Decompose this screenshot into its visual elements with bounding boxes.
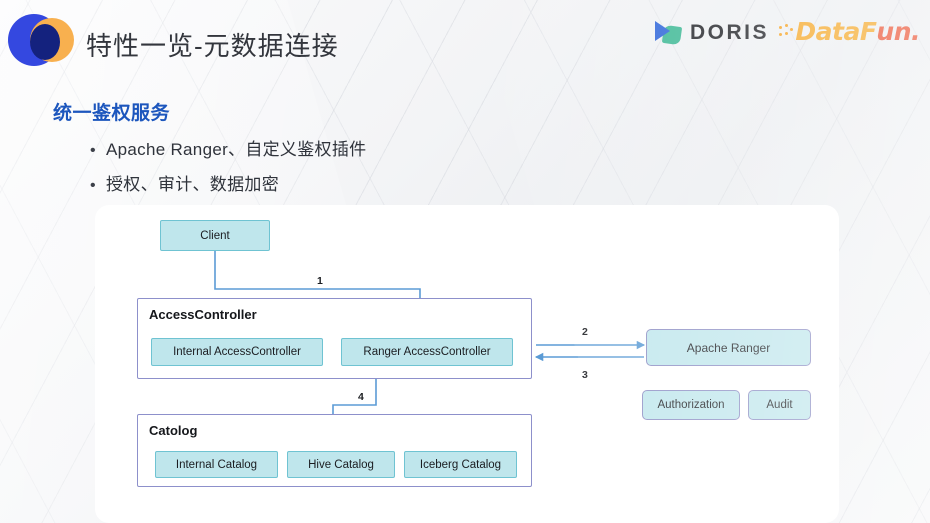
doris-triangle-shape <box>654 21 670 41</box>
datafun-dots-icon <box>778 21 794 43</box>
bullet-text: Apache Ranger、自定义鉴权插件 <box>106 140 367 159</box>
bullet-list: • Apache Ranger、自定义鉴权插件 • 授权、审计、数据加密 <box>90 135 690 205</box>
node-hive-catalog-label: Hive Catalog <box>308 458 374 471</box>
datafun-wordmark-a: DataF <box>795 17 877 46</box>
node-ranger-access-controller[interactable]: Ranger AccessController <box>341 338 513 366</box>
datafun-logo: DataF un. <box>778 17 920 46</box>
node-audit-label: Audit <box>766 399 793 411</box>
node-hive-catalog[interactable]: Hive Catalog <box>287 451 395 478</box>
group-access-controller-title: AccessController <box>149 307 257 322</box>
logo-overlap-shape <box>30 24 60 60</box>
node-apache-ranger-label: Apache Ranger <box>686 340 771 355</box>
node-internal-catalog[interactable]: Internal Catalog <box>155 451 278 478</box>
page-title: 特性一览-元数据连接 <box>86 31 339 61</box>
list-item: • Apache Ranger、自定义鉴权插件 <box>90 135 690 160</box>
bullet-marker-icon: • <box>90 177 96 194</box>
node-authorization[interactable]: Authorization <box>642 390 740 420</box>
node-authorization-label: Authorization <box>657 399 725 411</box>
doris-mark-icon <box>653 18 683 48</box>
overlapping-circles-logo-icon <box>8 14 80 66</box>
node-ranger-access-controller-label: Ranger AccessController <box>363 346 491 358</box>
connector-label-3: 3 <box>582 369 588 381</box>
doris-logo: DORIS <box>653 18 769 48</box>
node-internal-catalog-label: Internal Catalog <box>175 458 258 471</box>
node-iceberg-catalog-label: Iceberg Catalog <box>419 458 502 471</box>
connector-label-2: 2 <box>582 326 588 338</box>
node-internal-access-controller[interactable]: Internal AccessController <box>151 338 323 366</box>
connector-label-4: 4 <box>358 391 364 403</box>
list-item: • 授权、审计、数据加密 <box>90 170 690 195</box>
diagram-card: Client 1 AccessController Internal Acces… <box>95 205 839 523</box>
node-apache-ranger[interactable]: Apache Ranger <box>646 329 811 366</box>
doris-wordmark: DORIS <box>689 21 769 44</box>
bullet-text: 授权、审计、数据加密 <box>106 175 279 194</box>
connector-label-1: 1 <box>317 275 323 287</box>
node-iceberg-catalog[interactable]: Iceberg Catalog <box>404 451 517 478</box>
node-client[interactable]: Client <box>160 220 270 251</box>
section-heading: 统一鉴权服务 <box>53 103 171 124</box>
datafun-wordmark-b: un. <box>876 17 920 46</box>
node-client-label: Client <box>200 229 230 242</box>
group-catalog-title: Catolog <box>149 423 198 438</box>
node-internal-access-controller-label: Internal AccessController <box>173 346 301 358</box>
group-catalog: Catolog Internal Catalog Hive Catalog Ic… <box>137 414 532 487</box>
node-audit[interactable]: Audit <box>748 390 811 420</box>
bullet-marker-icon: • <box>90 142 96 159</box>
group-access-controller: AccessController Internal AccessControll… <box>137 298 532 379</box>
